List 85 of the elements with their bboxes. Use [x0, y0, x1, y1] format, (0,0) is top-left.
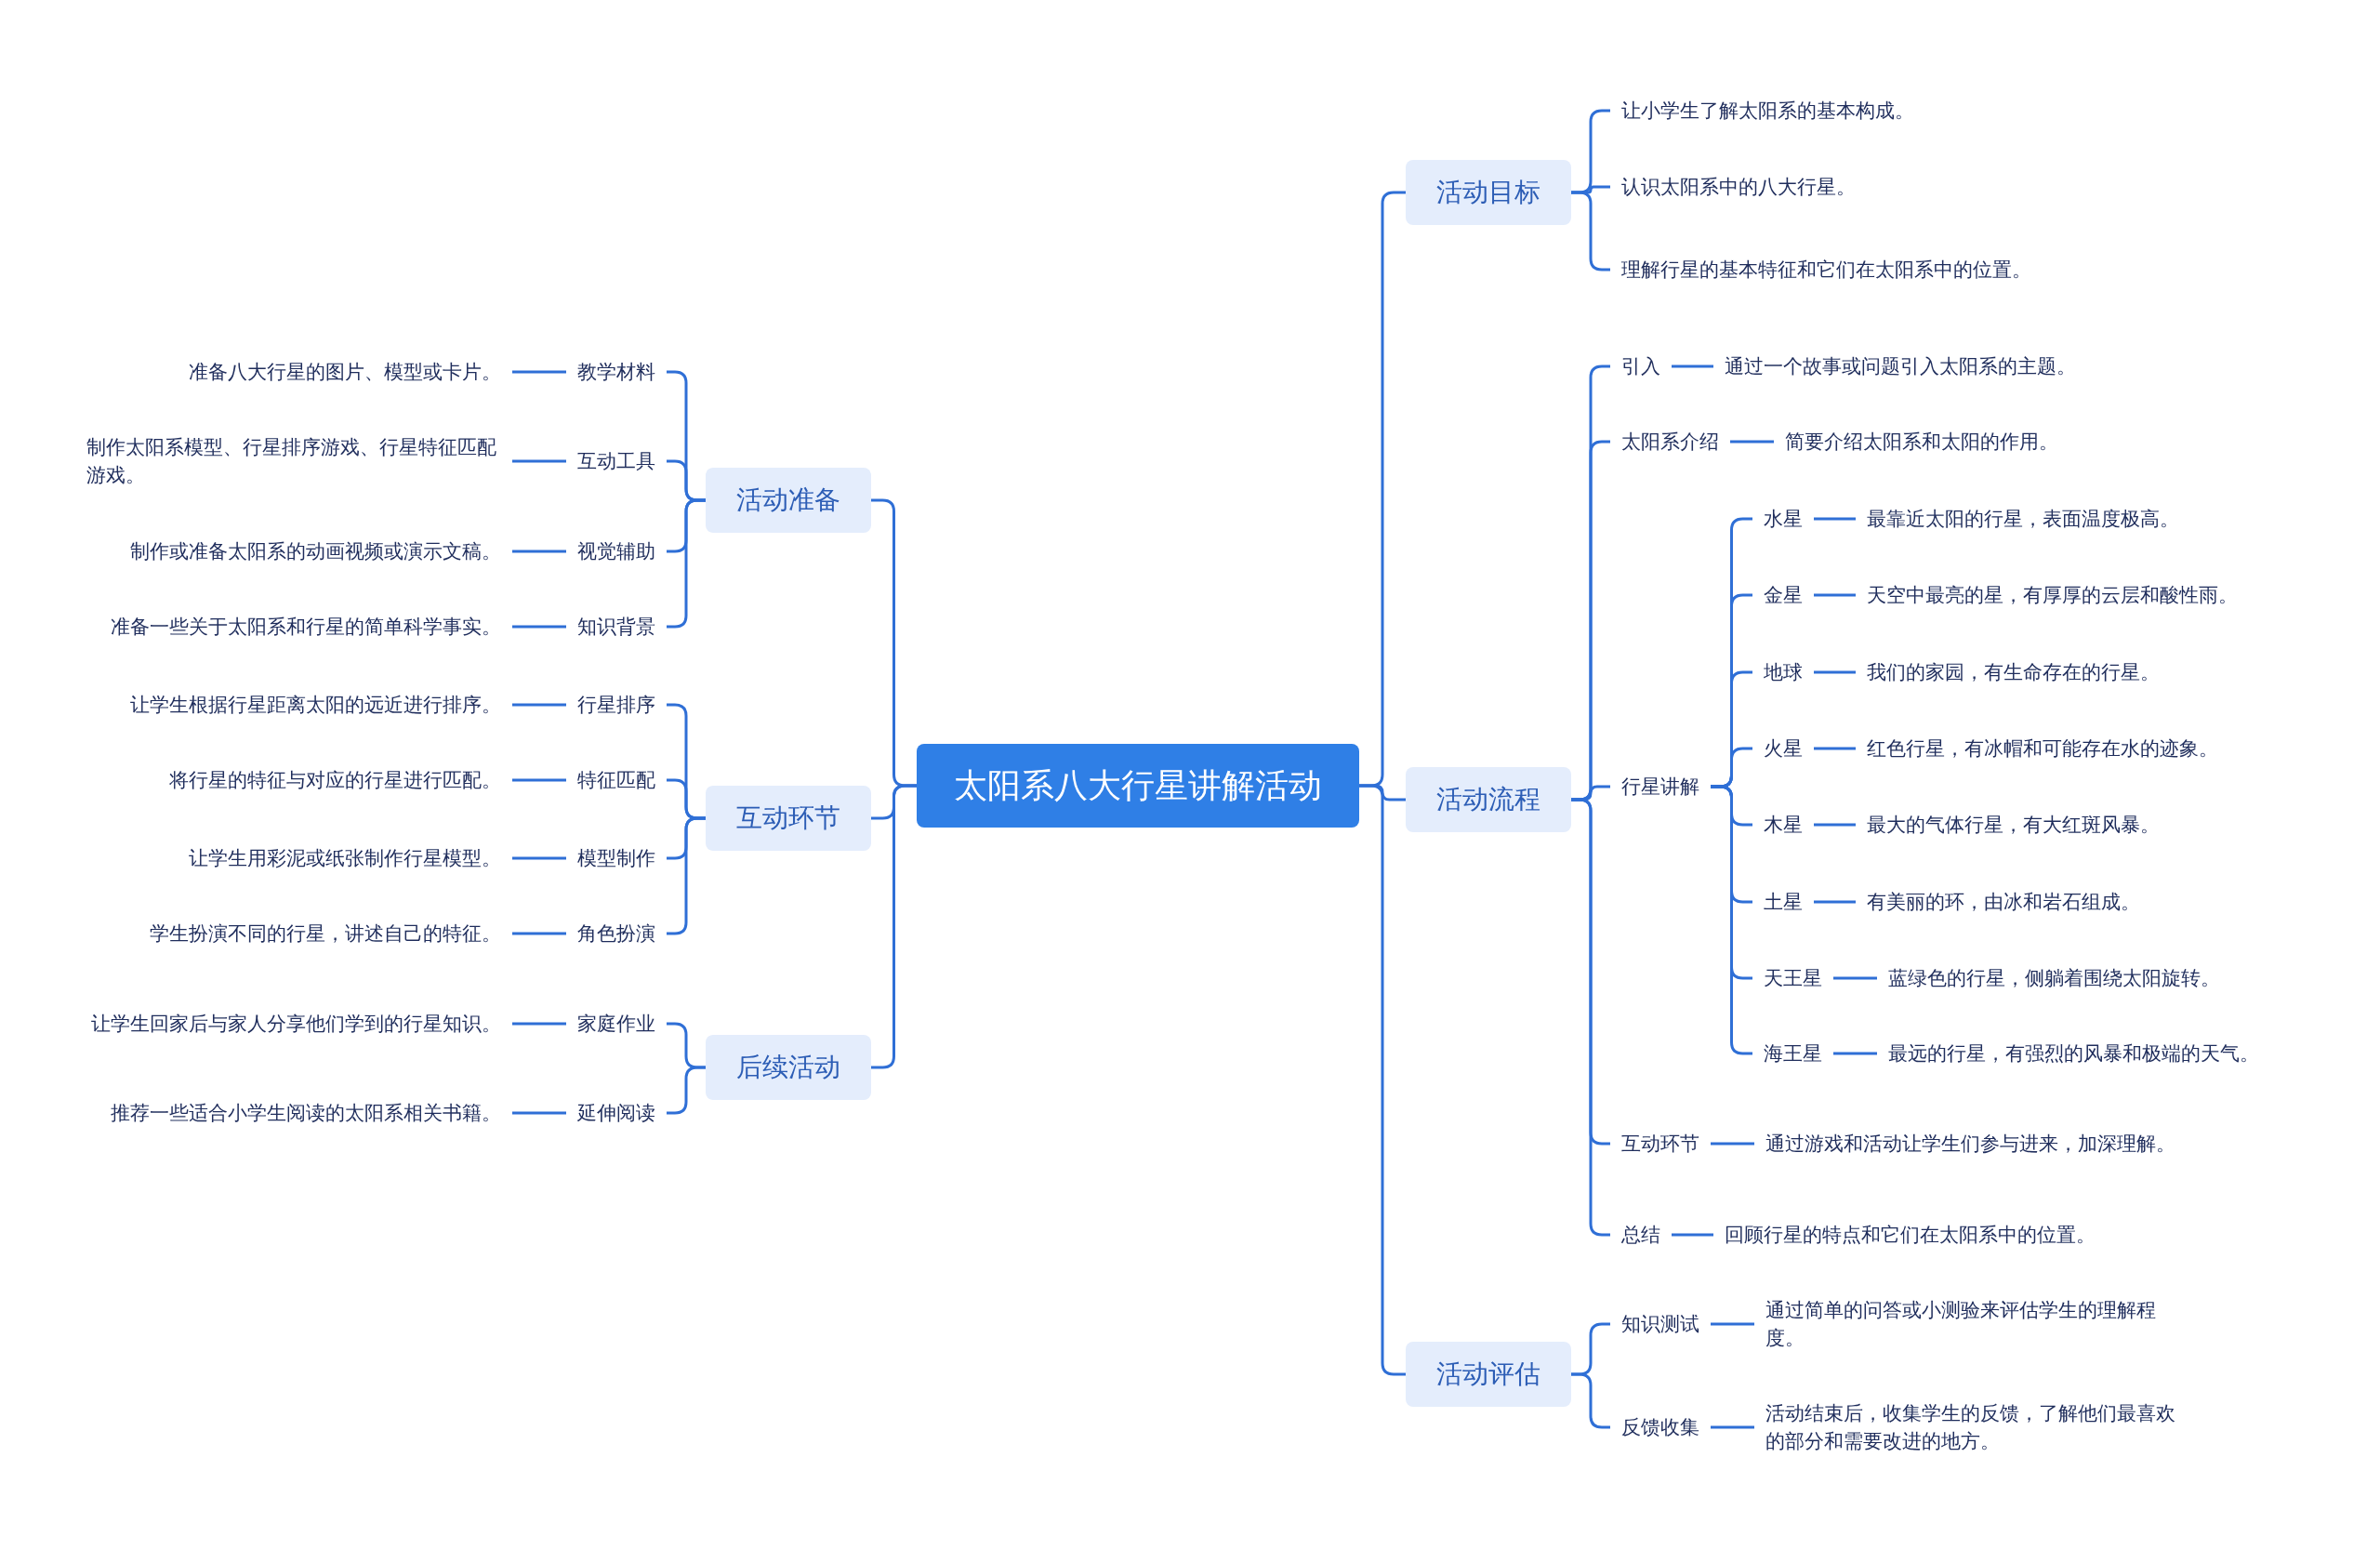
detail-text: 理解行星的基本特征和它们在太阳系中的位置。 [1610, 256, 2043, 284]
subtopic-text: 地球 [1752, 658, 1814, 686]
subtopic-text: 教学材料 [566, 358, 667, 386]
detail-text: 最大的气体行星，有大红斑风暴。 [1856, 811, 2171, 839]
detail-text: 让学生根据行星距离太阳的远近进行排序。 [119, 691, 512, 719]
topic-box: 活动准备 [706, 468, 871, 533]
detail-text: 简要介绍太阳系和太阳的作用。 [1774, 428, 2069, 456]
connector-line [512, 370, 566, 374]
detail-text: 准备八大行星的图片、模型或卡片。 [178, 358, 512, 386]
subtopic-text: 模型制作 [566, 844, 667, 872]
detail-text: 通过游戏和活动让学生们参与进来，加深理解。 [1754, 1130, 2187, 1158]
connector-line [1711, 1142, 1754, 1146]
connector-line [1814, 900, 1856, 904]
subtopic-text: 延伸阅读 [566, 1099, 667, 1127]
detail-text: 蓝绿色的行星，侧躺着围绕太阳旋转。 [1877, 964, 2231, 992]
connector-line [1814, 517, 1856, 521]
detail-text: 红色行星，有冰帽和可能存在水的迹象。 [1856, 735, 2229, 762]
subtopic-text: 太阳系介绍 [1610, 428, 1730, 456]
detail-text: 有美丽的环，由冰和岩石组成。 [1856, 888, 2151, 916]
subtopic-text: 反馈收集 [1610, 1413, 1711, 1441]
connector-line [512, 550, 566, 553]
connector-line [871, 784, 917, 1069]
connector-line [1730, 440, 1774, 444]
detail-text: 让小学生了解太阳系的基本构成。 [1610, 97, 1925, 125]
subtopic-text: 行星排序 [566, 691, 667, 719]
topic-box: 活动流程 [1406, 767, 1571, 832]
connector-line [512, 459, 566, 463]
detail-text: 通过简单的问答或小测验来评估学生的理解程度。 [1754, 1296, 2191, 1352]
connector-line [1814, 747, 1856, 750]
subtopic-text: 土星 [1752, 888, 1814, 916]
connector-line [512, 703, 566, 707]
connector-line [1711, 1425, 1754, 1429]
connector-line [512, 1022, 566, 1026]
topic-box: 活动评估 [1406, 1342, 1571, 1407]
connector-line [512, 932, 566, 935]
connector-line [1814, 823, 1856, 827]
detail-text: 最远的行星，有强烈的风暴和极端的天气。 [1877, 1040, 2270, 1067]
subtopic-text: 视觉辅助 [566, 537, 667, 565]
detail-text: 制作太阳系模型、行星排序游戏、行星特征匹配游戏。 [75, 433, 512, 489]
detail-text: 我们的家园，有生命存在的行星。 [1856, 658, 2171, 686]
connector-line [512, 625, 566, 629]
topic-box: 后续活动 [706, 1035, 871, 1100]
connector-line [1672, 364, 1713, 368]
subtopic-text: 火星 [1752, 735, 1814, 762]
connector-line [1359, 784, 1406, 1376]
connector-line [512, 778, 566, 782]
detail-text: 活动结束后，收集学生的反馈，了解他们最喜欢的部分和需要改进的地方。 [1754, 1399, 2191, 1455]
subtopic-text: 互动工具 [566, 447, 667, 475]
connector-line [1672, 1233, 1713, 1237]
detail-text: 通过一个故事或问题引入太阳系的主题。 [1713, 352, 2087, 380]
connector-line [1711, 1322, 1754, 1326]
subtopic-text: 总结 [1610, 1221, 1672, 1249]
detail-text: 最靠近太阳的行星，表面温度极高。 [1856, 505, 2190, 533]
central-topic-box: 太阳系八大行星讲解活动 [917, 744, 1359, 828]
detail-text: 准备一些关于太阳系和行星的简单科学事实。 [99, 613, 512, 641]
subtopic-text: 引入 [1610, 352, 1672, 380]
topic-box: 互动环节 [706, 786, 871, 851]
subtopic-text: 特征匹配 [566, 766, 667, 794]
connector-line [1814, 593, 1856, 597]
subtopic-text: 海王星 [1752, 1040, 1833, 1067]
subtopic-text: 水星 [1752, 505, 1814, 533]
detail-text: 将行星的特征与对应的行星进行匹配。 [158, 766, 512, 794]
subtopic-text: 天王星 [1752, 964, 1833, 992]
detail-text: 学生扮演不同的行星，讲述自己的特征。 [139, 920, 512, 947]
subtopic-text: 家庭作业 [566, 1010, 667, 1038]
subtopic-text: 木星 [1752, 811, 1814, 839]
subtopic-text: 互动环节 [1610, 1130, 1711, 1158]
topic-box: 活动目标 [1406, 160, 1571, 225]
connector-line [1833, 976, 1877, 980]
detail-text: 让学生回家后与家人分享他们学到的行星知识。 [80, 1010, 512, 1038]
subtopic-text: 行星讲解 [1610, 773, 1711, 801]
detail-text: 让学生用彩泥或纸张制作行星模型。 [178, 844, 512, 872]
subtopic-text: 角色扮演 [566, 920, 667, 947]
detail-text: 回顾行星的特点和它们在太阳系中的位置。 [1713, 1221, 2107, 1249]
detail-text: 认识太阳系中的八大行星。 [1610, 173, 1867, 201]
connector-line [512, 856, 566, 860]
connector-line [1814, 670, 1856, 674]
detail-text: 推荐一些适合小学生阅读的太阳系相关书籍。 [99, 1099, 512, 1127]
subtopic-text: 知识测试 [1610, 1310, 1711, 1338]
connector-line [1833, 1052, 1877, 1055]
subtopic-text: 金星 [1752, 581, 1814, 609]
detail-text: 天空中最亮的星，有厚厚的云层和酸性雨。 [1856, 581, 2249, 609]
subtopic-text: 知识背景 [566, 613, 667, 641]
detail-text: 制作或准备太阳系的动画视频或演示文稿。 [119, 537, 512, 565]
connector-line [512, 1111, 566, 1115]
